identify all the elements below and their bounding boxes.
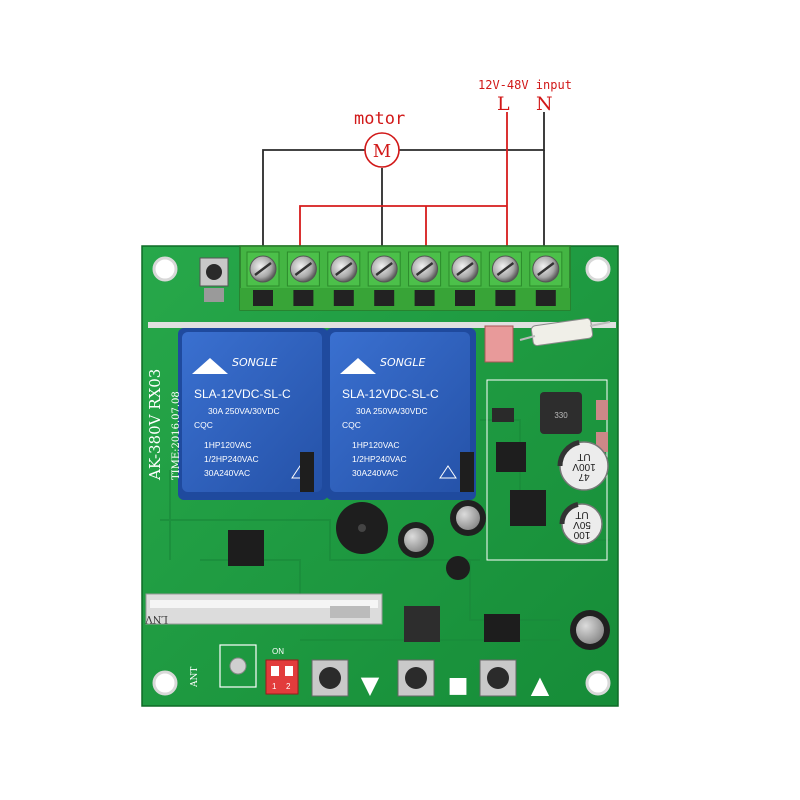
motor-symbol-letter: M bbox=[373, 141, 391, 162]
rf-module: LNV bbox=[145, 593, 383, 625]
middle-components bbox=[228, 452, 610, 650]
relay-brand-text: SONGLE bbox=[380, 356, 426, 369]
capacitor-small-1 bbox=[398, 522, 434, 558]
capacitor-line2-text: 100V bbox=[572, 461, 596, 472]
terminal-screw-2[interactable] bbox=[286, 251, 320, 306]
terminal-block bbox=[239, 245, 571, 311]
board-time-text: TIME:2016.07.08 bbox=[171, 391, 182, 480]
terminal-screw-5[interactable] bbox=[408, 251, 442, 306]
terminal-screw-3[interactable] bbox=[327, 251, 361, 306]
fuse bbox=[484, 325, 514, 363]
terminal-screw-8[interactable] bbox=[529, 251, 563, 306]
input-voltage-label: 12V-48V input bbox=[478, 78, 572, 92]
board-silkscreen: AK-380V RX03 TIME:2016.07.08 bbox=[146, 369, 182, 481]
driver-ic bbox=[484, 614, 520, 642]
control-symbols: ▼ ■ ▲ bbox=[361, 671, 550, 699]
relay-cert-text: CQC bbox=[194, 420, 213, 430]
antenna-area: ANT bbox=[190, 644, 257, 688]
relay-model-text: SLA-12VDC-SL-C bbox=[342, 387, 439, 401]
mcu-chip bbox=[228, 530, 264, 566]
relay-spec1-text: 1HP120VAC bbox=[352, 440, 400, 450]
black-wires bbox=[262, 112, 545, 255]
capacitor-line1-text: 100 bbox=[573, 529, 590, 540]
motor-label: motor bbox=[354, 109, 405, 129]
terminal-screw-6[interactable] bbox=[448, 251, 482, 306]
relay-rating-text: 30A 250VA/30VDC bbox=[356, 406, 428, 416]
dip-switch-2-label: 2 bbox=[286, 682, 291, 691]
motor-symbol: M bbox=[364, 132, 400, 168]
relay-cert-text: CQC bbox=[342, 420, 361, 430]
relay-spec2-text: 1/2HP240VAC bbox=[204, 454, 259, 464]
learn-button[interactable] bbox=[199, 257, 229, 302]
relay-1: SONGLE SLA-12VDC-SL-C 30A 250VA/30VDC CQC 1H… bbox=[178, 328, 328, 500]
rf-module-label: LNV bbox=[145, 613, 168, 624]
relay-rating-text: 30A 250VA/30VDC bbox=[208, 406, 280, 416]
inductor-label: 330 bbox=[554, 411, 568, 420]
capacitor-line2-text: 50V bbox=[573, 519, 591, 530]
capacitor-small-2 bbox=[450, 500, 486, 536]
relay-spec3-text: 30A240VAC bbox=[204, 468, 250, 478]
dip-switch-2[interactable] bbox=[285, 666, 293, 676]
terminal-screw-4[interactable] bbox=[367, 251, 401, 306]
relay-spec1-text: 1HP120VAC bbox=[204, 440, 252, 450]
terminal-screw-1[interactable] bbox=[246, 251, 280, 306]
relay-spec2-text: 1/2HP240VAC bbox=[352, 454, 407, 464]
up-button[interactable] bbox=[479, 659, 517, 697]
dip-on-label: ON bbox=[272, 647, 284, 656]
mounting-holes bbox=[152, 256, 611, 696]
dip-switch-1-label: 1 bbox=[272, 682, 277, 691]
relay-2: SONGLE SLA-12VDC-SL-C 30A 250VA/30VDC CQC 1H… bbox=[326, 328, 476, 500]
capacitor-line1-text: 47 bbox=[578, 471, 590, 482]
relay-model-text: SLA-12VDC-SL-C bbox=[194, 387, 291, 401]
wiring-diagram: 12V-48V input L N motor M bbox=[262, 78, 572, 255]
dip-switch-1[interactable] bbox=[271, 666, 279, 676]
up-arrow-icon: ▲ bbox=[531, 671, 550, 699]
line-label: L bbox=[497, 93, 510, 115]
inductor: 330 bbox=[540, 392, 582, 434]
regulator-ic-2 bbox=[510, 490, 546, 526]
neutral-label: N bbox=[536, 93, 553, 115]
dip-switch[interactable]: ON 1 2 bbox=[265, 647, 299, 695]
stop-square-icon: ■ bbox=[448, 673, 469, 698]
relay-spec3-text: 30A240VAC bbox=[352, 468, 398, 478]
regulator-ic bbox=[496, 442, 526, 472]
relay-brand-text: SONGLE bbox=[232, 356, 278, 369]
red-wires bbox=[299, 112, 508, 255]
stop-button[interactable] bbox=[397, 659, 435, 697]
capacitor-line3-text: UT bbox=[575, 509, 588, 520]
inductor-2 bbox=[404, 606, 440, 642]
terminal-screw-7[interactable] bbox=[488, 251, 522, 306]
capacitor-line3-text: UT bbox=[577, 451, 590, 462]
down-button[interactable] bbox=[311, 659, 349, 697]
down-arrow-icon: ▼ bbox=[361, 671, 380, 699]
transistor bbox=[446, 556, 470, 580]
antenna-label: ANT bbox=[190, 667, 200, 688]
board-model-text: AK-380V RX03 bbox=[146, 369, 164, 481]
board-edge-stripe bbox=[148, 322, 616, 328]
